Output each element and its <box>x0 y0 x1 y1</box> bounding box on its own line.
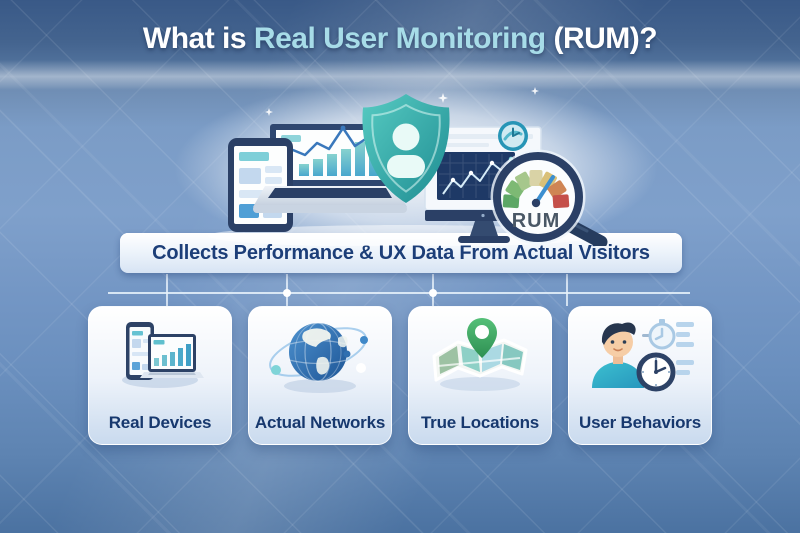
card-label: Actual Networks <box>254 413 386 432</box>
banner-text: Collects Performance & UX Data From Actu… <box>152 241 650 264</box>
shield-user-icon <box>362 94 450 203</box>
card-user-behaviors: User Behaviors <box>568 306 712 445</box>
title-part-2: Real User Monitoring <box>253 22 546 55</box>
magnifier-gauge-icon: RUM <box>490 149 608 246</box>
rum-label: RUM <box>512 210 561 232</box>
sparkle-icons <box>265 87 539 116</box>
card-label: User Behaviors <box>579 413 701 432</box>
card-real-devices: Real Devices <box>88 306 232 445</box>
card-label: True Locations <box>420 413 540 432</box>
hero-illustration: RUM <box>208 87 608 246</box>
gauge-needle <box>534 175 555 205</box>
map-pin-icon <box>432 318 528 391</box>
page-title: What is Real User Monitoring (RUM)? <box>0 22 800 56</box>
globe-network-icon <box>269 322 368 393</box>
devices-icon <box>122 322 204 388</box>
clock-icon <box>498 121 528 151</box>
title-part-3: (RUM)? <box>545 22 658 55</box>
user-behaviors-icon <box>592 319 694 392</box>
card-label: Real Devices <box>108 413 212 432</box>
cards-row: Real Devices <box>88 306 712 445</box>
card-actual-networks: Actual Networks <box>248 306 392 445</box>
card-true-locations: True Locations <box>408 306 552 445</box>
gauge-segments <box>502 170 570 209</box>
phone-icon <box>228 138 293 232</box>
laptop-base <box>253 186 407 213</box>
title-part-1: What is <box>142 22 254 55</box>
